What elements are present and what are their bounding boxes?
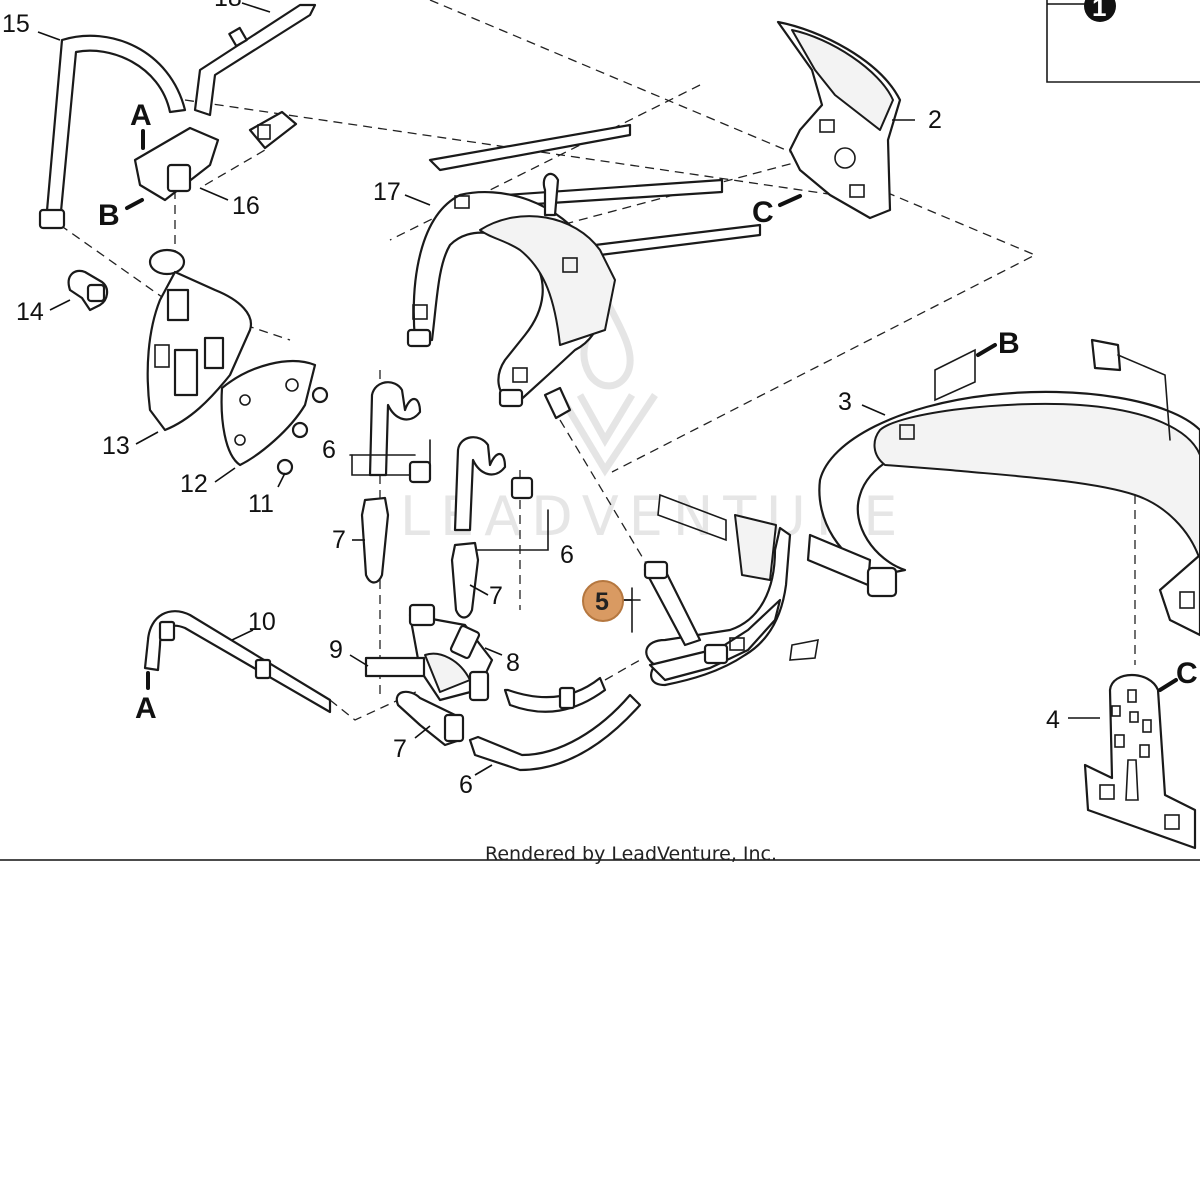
part-4-hanger-plate [1083,674,1197,850]
callout-6c: 6 [459,771,473,799]
callout-9: 9 [329,636,343,664]
key-box [1046,0,1200,83]
callout-6a: 6 [322,436,336,464]
callout-16: 16 [232,192,260,220]
part-7-clips-upper [360,496,480,619]
callout-1: 1 [1092,0,1106,22]
ref-letter-c-top: C [752,196,774,229]
callout-10: 10 [248,608,276,636]
callout-4: 4 [1046,706,1060,734]
callout-17: 17 [373,178,401,206]
part-14-clip [67,269,109,312]
callout-15: 15 [2,10,30,38]
part-11-screws [276,386,329,476]
part-13-back-plate [146,248,253,432]
callout-7b: 7 [489,582,503,610]
part-2-back-frame [776,20,902,220]
callout-12: 12 [180,470,208,498]
part-6-straps-upper [349,381,549,551]
callout-11: 11 [248,490,274,518]
callout-7c: 7 [393,735,407,763]
callout-18: 18 [214,0,242,12]
callout-7a: 7 [332,526,346,554]
letter-dashes [125,129,1178,692]
callout-8: 8 [506,649,520,677]
callout-2: 2 [928,106,942,134]
ref-letter-c-right: C [1176,657,1198,690]
part-12-pad [220,360,317,467]
ref-letter-a-top: A [130,99,152,132]
callout-3: 3 [838,388,852,416]
part-16-buckle [133,110,298,202]
part-6-strap-lower [468,676,642,772]
part-17-harness [406,123,762,420]
ref-letter-b-right: B [998,327,1020,360]
callout-14: 14 [16,298,44,326]
callout-5: 5 [595,588,609,616]
part-7-clip-lower [395,690,465,747]
part-5-hip-belt [623,493,819,687]
part-10-strap [143,610,332,714]
part-15-strap [38,34,187,230]
ref-letter-a-bottom: A [135,692,157,725]
part-8-buckle [364,603,494,702]
callout-6b: 6 [560,541,574,569]
footer-credit: Rendered by LeadVenture, Inc. [485,843,777,865]
part-18-strap [193,3,317,117]
callout-13: 13 [102,432,130,460]
callout-5-highlight[interactable] [582,580,624,622]
leader-lines [37,2,1100,776]
ref-letter-b-left: B [98,199,120,232]
part-3-waist-belt [806,338,1200,637]
